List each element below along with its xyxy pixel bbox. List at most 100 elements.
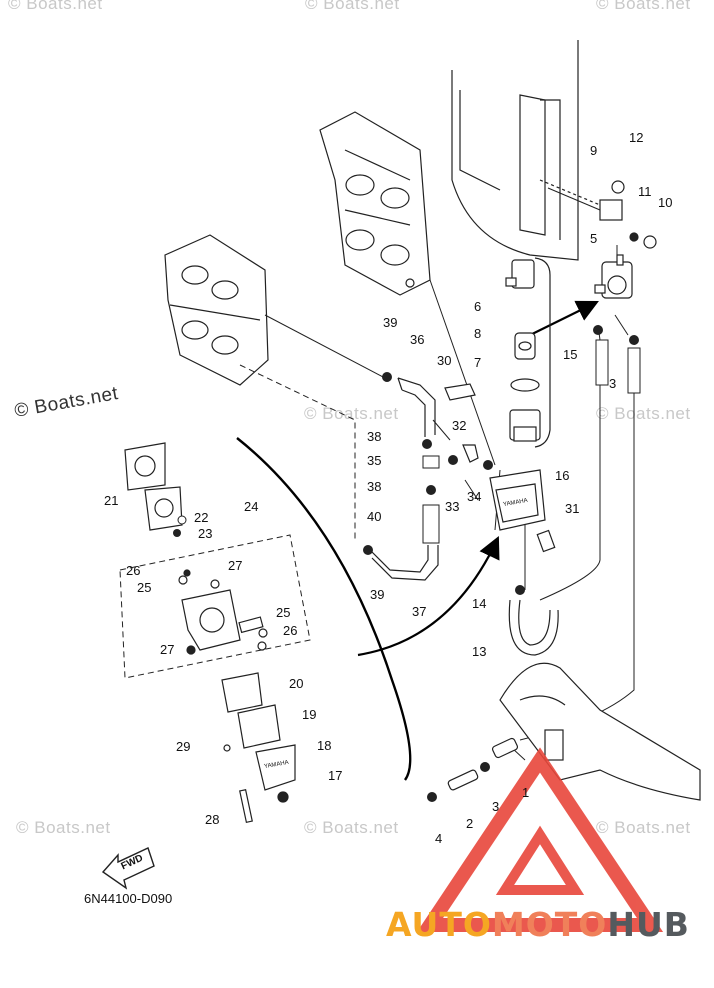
part-number: 34 (467, 489, 482, 504)
part-number: 21 (104, 493, 119, 508)
part-number: 14 (472, 596, 487, 611)
part-number: 4 (435, 831, 443, 846)
gasket-30 (444, 383, 476, 401)
fwd-arrow-icon (101, 847, 155, 890)
logo-text: HUB (607, 905, 690, 944)
elbow-32 (462, 444, 479, 463)
logo-text: MOTO (491, 905, 608, 944)
clip-38b (426, 485, 436, 495)
bolt-22 (177, 515, 187, 525)
assembly-bracket (236, 437, 412, 781)
part-number: 8 (474, 326, 482, 341)
watermark: © Boats.net (304, 818, 399, 837)
watermark: © Boats.net (8, 0, 103, 13)
clip-3a (629, 335, 639, 345)
part-number: 13 (472, 644, 487, 659)
part-number: 26 (283, 623, 298, 638)
diagram-code: 6N44100-D090 (84, 891, 173, 906)
hose-40 (422, 504, 440, 544)
hose-3a (627, 347, 641, 394)
watermark: © Boats.net (16, 818, 111, 837)
hose-15 (595, 339, 609, 386)
part-number: 36 (410, 332, 425, 347)
part-number: 39 (383, 315, 398, 330)
clip-39a (382, 372, 392, 382)
part-number: 9 (590, 143, 598, 158)
joint-35 (422, 455, 440, 469)
part-number: 3 (492, 799, 500, 814)
part-number: 22 (194, 510, 209, 525)
washer-23 (173, 529, 181, 537)
part-number: 15 (563, 347, 578, 362)
part-number: 30 (437, 353, 452, 368)
part-number: 27 (160, 642, 175, 657)
hose-37 (367, 545, 439, 581)
hose-13 (508, 599, 559, 656)
clip-3b (480, 762, 490, 772)
gasket-21 (124, 442, 183, 531)
part-number: 24 (244, 499, 259, 514)
gasket-20 (221, 672, 263, 713)
watermark: © Boats.net (596, 818, 691, 837)
part-number: 29 (176, 739, 191, 754)
part-number: 17 (328, 768, 343, 783)
fuel-connector (447, 737, 519, 791)
part-number: 6 (474, 299, 482, 314)
part-number: 23 (198, 526, 213, 541)
part-number: 26 (126, 563, 141, 578)
part-number: 32 (452, 418, 467, 433)
leader-lines (239, 187, 635, 761)
part-number: 25 (276, 605, 291, 620)
watermark: © Boats.net (304, 404, 399, 423)
part-number: 38 (367, 479, 382, 494)
part-number: 40 (367, 509, 382, 524)
part-number: 18 (317, 738, 332, 753)
part-number: 19 (302, 707, 317, 722)
kit-24-outline (119, 534, 311, 679)
fuel-pump-assembly-kit (178, 569, 268, 655)
automotohub-logo: AUTOMOTOHUB (386, 905, 690, 944)
part-number: 27 (228, 558, 243, 573)
diaphragm-19 (237, 704, 281, 749)
part-number: 31 (565, 501, 580, 516)
engine-block-outline (451, 40, 601, 261)
pump-body-18 (223, 744, 296, 823)
hose-36 (397, 377, 436, 437)
clip-38a (422, 439, 432, 449)
assembly-arrow (357, 536, 500, 657)
part-number: 33 (445, 499, 460, 514)
fuel-filter-5 (594, 180, 657, 299)
part-number: 10 (658, 195, 673, 210)
logo-triangle-icon (416, 747, 664, 932)
clip-34 (483, 460, 493, 470)
part-number: 5 (590, 231, 598, 246)
watermark: © Boats.net (596, 0, 691, 13)
clip-39b (363, 545, 373, 555)
part-number: 39 (370, 587, 385, 602)
part-number: 25 (137, 580, 152, 595)
clip-4 (427, 792, 437, 802)
watermark: © Boats.net (305, 0, 400, 13)
watermark: © Boats.net (596, 404, 691, 423)
intake-manifold-upper (319, 111, 431, 296)
fuel-pump-16 (489, 469, 556, 553)
fuel-filter-group (505, 257, 551, 448)
clip-15 (593, 325, 603, 335)
part-number: 35 (367, 453, 382, 468)
part-number: 11 (638, 184, 652, 199)
part-number: 28 (205, 812, 220, 827)
part-number: 20 (289, 676, 304, 691)
part-number: 16 (555, 468, 570, 483)
part-number: 1 (522, 785, 530, 800)
part-number: 2 (466, 816, 474, 831)
part-number: 7 (474, 355, 482, 370)
part-number: 3 (609, 376, 617, 391)
part-number: 38 (367, 429, 382, 444)
logo-text: AUTO (386, 905, 492, 944)
part-number: 37 (412, 604, 427, 619)
intake-manifold-left (164, 234, 269, 386)
clip-14 (515, 585, 525, 595)
part-number: 12 (629, 130, 644, 145)
